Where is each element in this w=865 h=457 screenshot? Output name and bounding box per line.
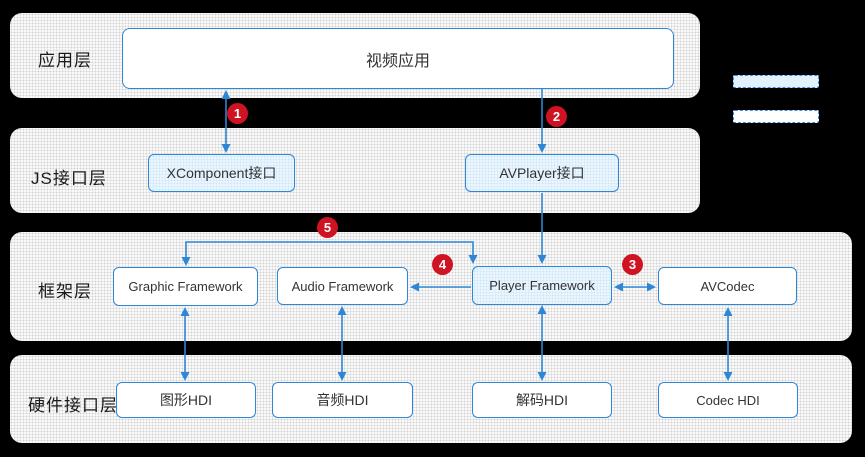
- equals-bottom-bar: [733, 110, 819, 123]
- node-xcomponent-api: XComponent接口: [148, 154, 295, 192]
- node-player-framework: Player Framework: [472, 266, 612, 305]
- node-audio-framework: Audio Framework: [277, 267, 408, 305]
- badge-step-2: 2: [546, 106, 567, 127]
- node-graphic-hdi: 图形HDI: [116, 382, 256, 418]
- node-decode-hdi: 解码HDI: [472, 382, 612, 418]
- badge-step-4: 4: [432, 254, 453, 275]
- node-graphic-framework: Graphic Framework: [113, 267, 258, 306]
- badge-step-1: 1: [227, 103, 248, 124]
- label-framework-layer: 框架层: [38, 282, 92, 301]
- equals-top-bar: [733, 75, 819, 88]
- node-audio-hdi: 音频HDI: [272, 382, 413, 418]
- badge-step-3: 3: [622, 254, 643, 275]
- node-avcodec: AVCodec: [658, 267, 797, 305]
- node-avplayer-api: AVPlayer接口: [465, 154, 619, 192]
- label-application-layer: 应用层: [38, 51, 92, 70]
- badge-step-5: 5: [317, 217, 338, 238]
- label-js-interface-layer: JS接口层: [31, 169, 107, 188]
- label-hardware-interface-layer: 硬件接口层: [28, 396, 118, 415]
- node-codec-hdi: Codec HDI: [658, 382, 798, 418]
- node-video-app: 视频应用: [122, 28, 674, 89]
